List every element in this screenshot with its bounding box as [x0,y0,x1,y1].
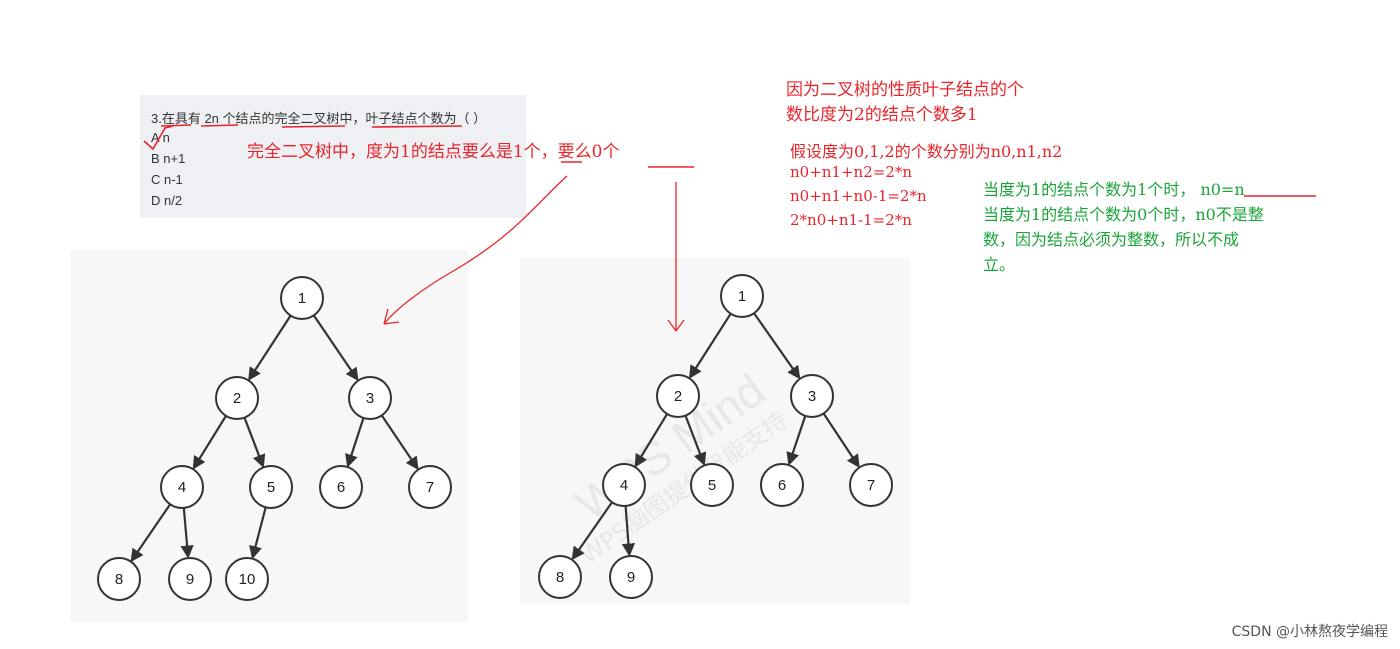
left-node-label: 6 [337,479,345,496]
right-edge [684,415,707,466]
underline-3 [281,125,346,128]
right-node-label: 1 [738,288,746,305]
option-d: D n/2 [151,193,183,208]
left-node-3 [348,376,392,420]
right-edge [822,412,860,469]
note-property-2: 数比度为2的结点个数多1 [786,105,978,125]
left-node-label: 7 [426,479,434,496]
left-edge [243,417,266,468]
right-edge [753,312,801,380]
right-node-5 [690,463,734,507]
right-edge [571,501,613,561]
question-card: 3.在具有 2n 个结点的完全二叉树中，叶子结点个数为（ ） A n B n+1… [140,95,526,218]
left-node-9 [168,557,212,601]
right-edge [621,505,636,557]
left-node-label: 1 [298,290,306,307]
note-eq1: n0+n1+n2=2*n [790,163,913,181]
right-edge [786,415,807,466]
left-edge [180,507,194,559]
left-node-label: 5 [267,479,275,496]
left-tree: 1 2 3 4 5 6 7 8 9 10 [97,276,452,601]
left-node-label: 3 [366,390,374,407]
right-node-6 [760,463,804,507]
left-edge [312,314,359,382]
credit: CSDN @小林熬夜学编程 [1231,624,1388,640]
left-node-4 [160,465,204,509]
right-node-1 [720,274,764,318]
left-node-10 [225,557,269,601]
right-node-8 [538,555,582,599]
question-title: 3.在具有 2n 个结点的完全二叉树中，叶子结点个数为（ ） [151,111,487,126]
right-node-label: 6 [778,477,786,494]
note-assume: 假设度为0,1,2的个数分别为n0,n1,n2 [790,142,1063,161]
right-node-label: 7 [867,477,875,494]
left-node-8 [97,557,141,601]
option-b: B n+1 [151,151,186,166]
left-edge [192,415,227,470]
note-case1: 当度为1的结点个数为1个时， n0=n [983,180,1245,199]
left-edge [248,315,292,381]
left-node-label: 4 [178,479,186,496]
right-node-label: 4 [620,477,628,494]
red-arrowhead-left [383,308,400,325]
left-node-label: 8 [115,571,123,588]
left-edge [130,503,172,563]
note-case2-3: 立。 [983,255,1016,274]
red-arrowhead-down [667,319,685,332]
underline-4 [371,125,463,128]
right-node-label: 2 [674,388,682,405]
option-c: C n-1 [151,172,183,187]
note-eq3: 2*n0+n1-1=2*n [790,211,912,229]
note-case2-2: 数，因为结点必须为整数，所以不成 [983,230,1240,249]
left-edge [380,414,419,471]
right-node-label: 5 [708,477,716,494]
right-node-3 [790,374,834,418]
left-node-label: 2 [233,390,241,407]
red-arrow-left [383,175,568,325]
right-node-7 [849,463,893,507]
left-node-5 [249,465,293,509]
right-node-label: 3 [808,388,816,405]
left-edge [249,507,267,560]
note-eq2: n0+n1+n0-1=2*n [790,187,927,205]
right-edge [634,413,669,468]
right-node-4 [602,463,646,507]
right-node-2 [656,374,700,418]
note-property-1: 因为二叉树的性质叶子结点的个 [786,80,1024,100]
right-node-label: 8 [556,569,564,586]
right-node-label: 9 [627,569,635,586]
note-case2-1: 当度为1的结点个数为0个时，n0不是整 [983,205,1264,224]
left-node-6 [319,465,363,509]
checkmark-icon [143,125,174,151]
right-tree: 1 2 3 4 5 6 7 8 9 [538,274,893,599]
left-node-label: 9 [186,571,194,588]
left-node-7 [408,465,452,509]
underline-2 [200,124,239,127]
left-edge [345,417,365,468]
right-node-9 [609,555,653,599]
left-node-label: 10 [239,571,256,588]
right-edge [688,313,732,379]
left-node-1 [280,276,324,320]
left-node-2 [215,376,259,420]
right-tree-panel [520,258,910,604]
note-complete-tree: 完全二叉树中，度为1的结点要么是1个，要么0个 [247,142,620,162]
question-underlines [160,124,463,128]
underline-1 [160,124,192,127]
